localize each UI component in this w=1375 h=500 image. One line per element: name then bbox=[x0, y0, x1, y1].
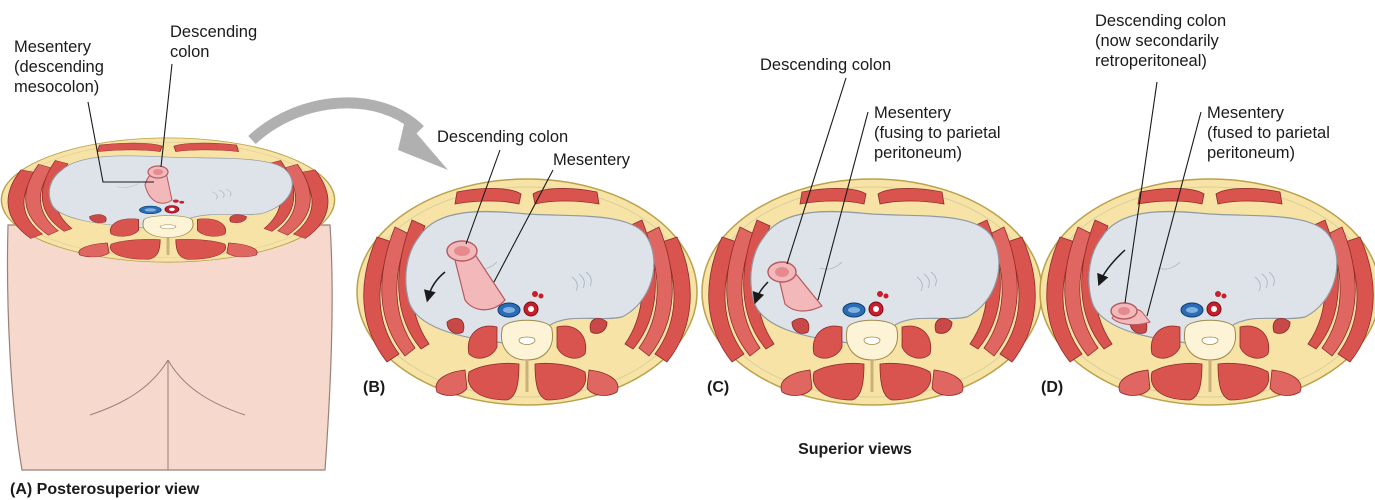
panel-b-mesentery-label: Mesentery bbox=[553, 151, 631, 169]
panel-a-caption: (A) Posterosuperior view bbox=[10, 481, 200, 498]
panel-c-tag: (C) bbox=[707, 379, 729, 396]
panel-b: Descending colon Mesentery (B) bbox=[357, 128, 697, 405]
panel-a-mesentery-label: Mesentery (descending mesocolon) bbox=[14, 38, 109, 96]
panel-a-colon-label: Descending colon bbox=[170, 23, 262, 61]
panel-d-colon-label: Descending colon (now secondarily retrop… bbox=[1095, 12, 1231, 70]
panel-d: Descending colon (now secondarily retrop… bbox=[1040, 12, 1375, 405]
panel-a: Mesentery (descending mesocolon) Descend… bbox=[1, 23, 334, 498]
panel-c: Descending colon Mesentery (fusing to pa… bbox=[702, 56, 1042, 405]
panel-c-colon-label: Descending colon bbox=[760, 56, 891, 74]
superior-views-caption: Superior views bbox=[798, 441, 912, 458]
panel-d-mesentery-label: Mesentery (fused to parietal peritoneum) bbox=[1207, 104, 1335, 162]
panel-b-colon-lumen bbox=[454, 246, 470, 256]
panel-a-colon-lumen bbox=[153, 169, 163, 175]
panel-b-colon-label: Descending colon bbox=[437, 128, 568, 146]
panel-c-cross-section bbox=[702, 179, 1042, 405]
panel-b-cross-section bbox=[357, 179, 697, 405]
panel-d-cross-section bbox=[1040, 179, 1375, 405]
panel-d-colon-lumen bbox=[1118, 307, 1130, 315]
panel-d-tag: (D) bbox=[1041, 379, 1063, 396]
panel-b-tag: (B) bbox=[363, 379, 385, 396]
panel-c-colon-lumen bbox=[775, 267, 789, 277]
panel-c-mesentery-label: Mesentery (fusing to parietal peritoneum… bbox=[874, 104, 1005, 162]
